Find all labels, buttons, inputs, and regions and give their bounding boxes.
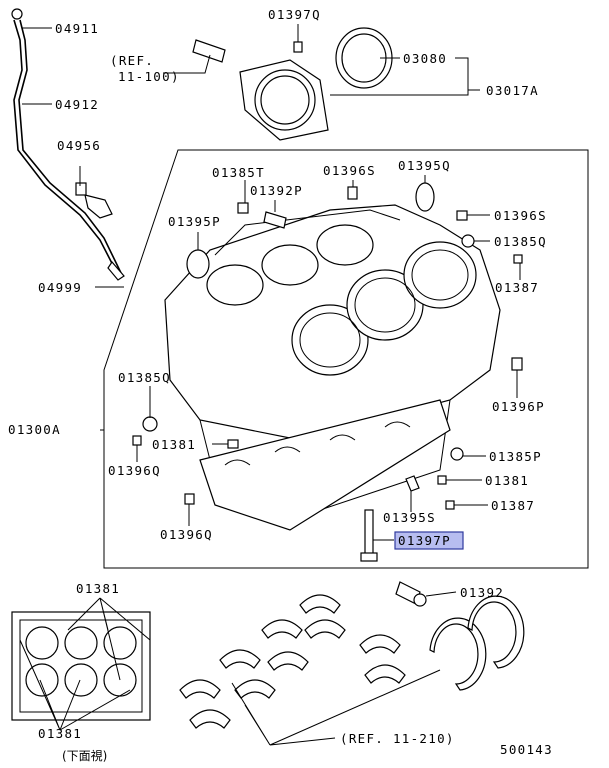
bedplate[interactable] [199,399,451,531]
diagram-id: 500143 [500,742,553,757]
leader-lines [19,24,521,746]
callout-01395P[interactable]: 01395P [168,214,221,229]
callout-04911[interactable]: 04911 [55,21,99,36]
callout-01397P[interactable]: 01397P [398,533,451,548]
plug-01385P[interactable] [450,447,464,461]
case-bolt[interactable] [293,41,303,53]
callout-01387-right[interactable]: 01387 [495,280,539,295]
callout-01397Q[interactable]: 01397Q [268,7,321,22]
plug-01395P[interactable] [186,249,210,279]
bottom-view-inset [11,611,151,721]
callout-01395Q-top[interactable]: 01395Q [398,158,451,173]
plug-01396S-top[interactable] [347,186,358,200]
plug-01396P[interactable] [511,357,523,371]
callout-01396S-right[interactable]: 01396S [494,208,547,223]
block-assembly-frame [103,149,589,569]
callout-01396Q-lower[interactable]: 01396Q [160,527,213,542]
plug-01385T[interactable] [237,202,249,214]
dipstick-bolt[interactable] [75,182,87,196]
callout-01396Q-mid[interactable]: 01396Q [108,463,161,478]
plug-01396Q-mid[interactable] [132,435,142,446]
callout-01392P[interactable]: 01392P [250,183,303,198]
callout-01381-inset-top[interactable]: 01381 [76,581,120,596]
plug-01395Q-top[interactable] [415,182,435,212]
callout-01385Q-left[interactable]: 01385Q [118,370,171,385]
ref-part-bracket[interactable] [192,39,226,63]
ref-lower: (REF. 11-210) [340,731,455,746]
callout-01387-lower[interactable]: 01387 [491,498,535,513]
inset-caption: (下面視) [62,748,107,763]
callout-03080[interactable]: 03080 [403,51,447,66]
callout-labels: 04911 04912 04956 04999 01397Q 03080 030… [8,7,553,763]
plug-01395S[interactable] [405,475,420,492]
callout-04956[interactable]: 04956 [57,138,101,153]
callout-01381-inset-bottom[interactable]: 01381 [38,726,82,741]
rear-oil-seal-case [192,39,329,141]
main-bearings[interactable] [179,594,406,729]
dipstick-tube-end[interactable] [107,261,125,281]
callout-01300A[interactable]: 01300A [8,422,61,437]
callout-01396S-top[interactable]: 01396S [323,163,376,178]
dipstick-assembly [11,8,125,281]
pin-01387-lower[interactable] [445,500,455,510]
highlight-01397P [394,531,464,550]
callout-01385T[interactable]: 01385T [212,165,265,180]
bolt-01397P[interactable] [360,509,378,562]
callout-01385Q-right[interactable]: 01385Q [494,234,547,249]
callout-01381-mid[interactable]: 01381 [152,437,196,452]
callout-04912[interactable]: 04912 [55,97,99,112]
callout-01396P[interactable]: 01396P [492,399,545,414]
callout-01395S[interactable]: 01395S [383,510,436,525]
plug-01385Q-right[interactable] [461,234,475,248]
ref-upper-line2: 11-100) [118,69,180,84]
dipstick-bracket[interactable] [84,194,113,219]
thrust-washers[interactable] [429,595,525,691]
pin-01387-right[interactable] [513,254,523,264]
plug-01385Q-left[interactable] [142,416,158,432]
plug-01396S-right[interactable] [456,210,468,221]
rear-seal-ring[interactable] [335,27,393,89]
cylinder-block[interactable] [164,204,501,521]
ref-upper-line1: (REF. [110,53,154,68]
pin-01381-mid[interactable] [227,439,239,449]
pin-01381-right[interactable] [437,475,447,485]
callout-01385P[interactable]: 01385P [489,449,542,464]
callout-01381-right[interactable]: 01381 [485,473,529,488]
callout-01392[interactable]: 01392 [460,585,504,600]
callout-04999[interactable]: 04999 [38,280,82,295]
bolt-01392[interactable] [395,581,427,607]
callout-03017A[interactable]: 03017A [486,83,539,98]
dipstick-handle[interactable] [11,8,23,20]
bolt-01392P[interactable] [263,211,287,229]
plug-01396Q-lower[interactable] [184,493,195,505]
